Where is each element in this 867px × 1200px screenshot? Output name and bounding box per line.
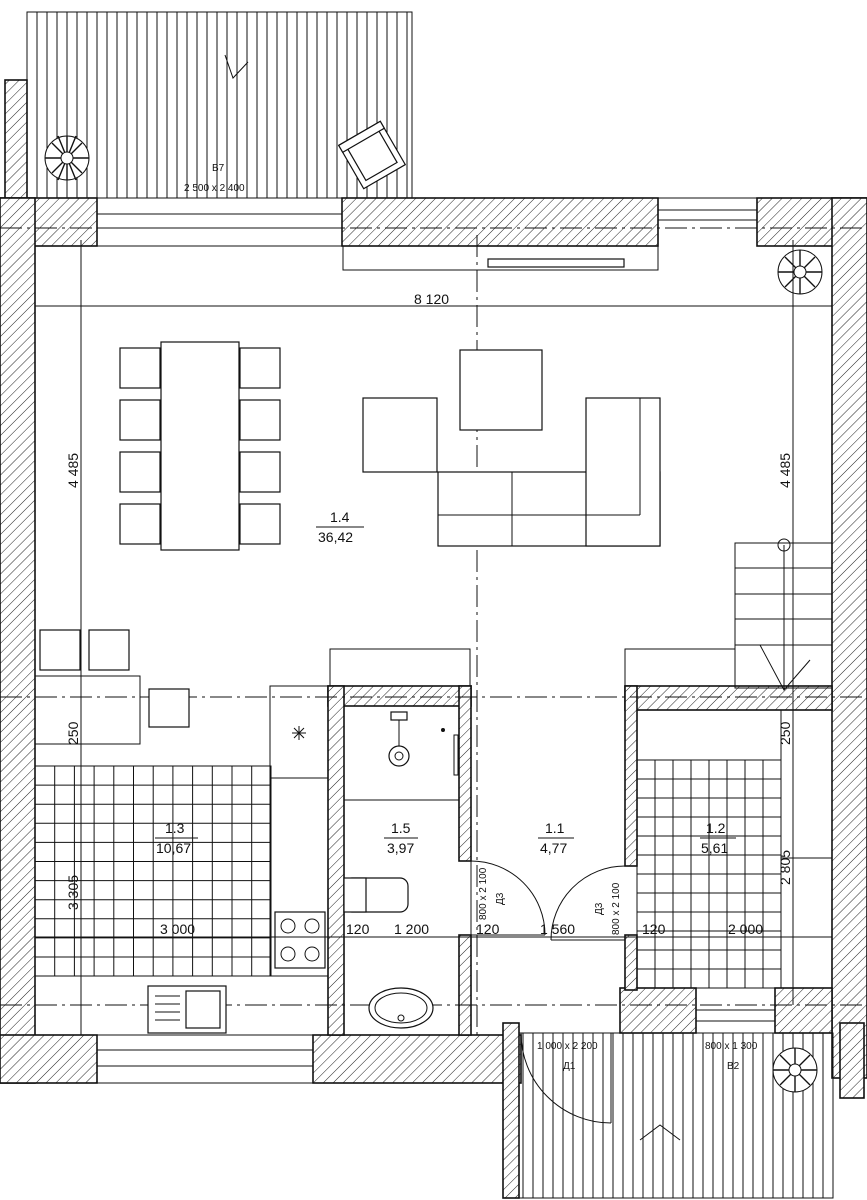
dimension-room-width: 2 000 — [728, 921, 763, 937]
dimension-left-height: 4 485 — [65, 453, 81, 488]
room-area: 5,61 — [701, 840, 728, 856]
staircase — [734, 538, 833, 691]
door-d3-left-name: Д3 — [495, 892, 506, 905]
dimension-offset-left: 250 — [65, 721, 81, 745]
room-label-1-2: 1.2 5,61 — [700, 820, 736, 856]
room-area: 3,97 — [387, 840, 414, 856]
door-d3-left-size: 800 x 2 100 — [478, 867, 489, 920]
door-d3-left — [470, 860, 546, 936]
room-label-1-3: 1.3 10,67 — [155, 820, 198, 856]
room-number: 1.2 — [706, 820, 726, 836]
room-label-1-5: 1.5 3,97 — [384, 820, 418, 856]
room-number: 1.5 — [391, 820, 411, 836]
window-b7-size: 2 500 x 2 400 — [184, 183, 245, 194]
door-d1-size: 1 000 x 2 200 — [537, 1041, 598, 1052]
dimension-bath-width: 1 200 — [394, 921, 429, 937]
room-label-1-1: 1.1 4,77 — [538, 820, 574, 856]
room-number: 1.3 — [165, 820, 185, 836]
dimension-room-height: 2 805 — [777, 850, 793, 885]
entry-cabinets — [329, 648, 736, 687]
dimension-offset-right: 250 — [777, 721, 793, 745]
room-1-2-furniture — [636, 709, 833, 989]
tv-cabinet — [342, 245, 659, 271]
door-d3-right-size: 800 x 2 100 — [611, 882, 622, 935]
dimension-wall-120-a: 120 — [346, 921, 370, 937]
window-b2-size: 800 x 1 300 — [705, 1041, 758, 1052]
dimension-wall-120-b: 120 — [476, 921, 500, 937]
window-b2-name: B2 — [727, 1061, 740, 1072]
bathroom — [343, 711, 459, 1029]
room-label-1-4: 1.4 36,42 — [316, 509, 364, 545]
room-area: 4,77 — [540, 840, 567, 856]
door-d3-right — [550, 865, 626, 941]
plant-icon — [777, 249, 823, 295]
dimension-wall-120-c: 120 — [642, 921, 666, 937]
plant-icon — [772, 1047, 818, 1093]
door-d1-name: Д1 — [563, 1061, 576, 1072]
dimension-right-height: 4 485 — [777, 453, 793, 488]
sofa — [362, 349, 661, 547]
plant-icon — [44, 135, 90, 181]
room-number: 1.4 — [330, 509, 350, 525]
dimension-kitchen-height: 3 305 — [65, 875, 81, 910]
dimension-hall-width: 1 560 — [540, 921, 575, 937]
porch-bottom — [502, 1022, 865, 1199]
room-number: 1.1 — [545, 820, 565, 836]
dimension-kitchen-width: 3 000 — [160, 921, 195, 937]
dining-table — [119, 341, 281, 551]
dimension-lines — [35, 240, 832, 1035]
door-d3-right-name: Д3 — [594, 902, 605, 915]
armchair-icon — [337, 120, 407, 190]
room-area: 36,42 — [318, 529, 353, 545]
exterior-walls — [0, 197, 867, 1084]
interior-walls — [327, 685, 833, 1036]
room-area: 10,67 — [156, 840, 191, 856]
kitchen — [34, 629, 329, 1036]
window-b7-name: B7 — [212, 163, 225, 174]
dimension-top-width: 8 120 — [414, 291, 449, 307]
